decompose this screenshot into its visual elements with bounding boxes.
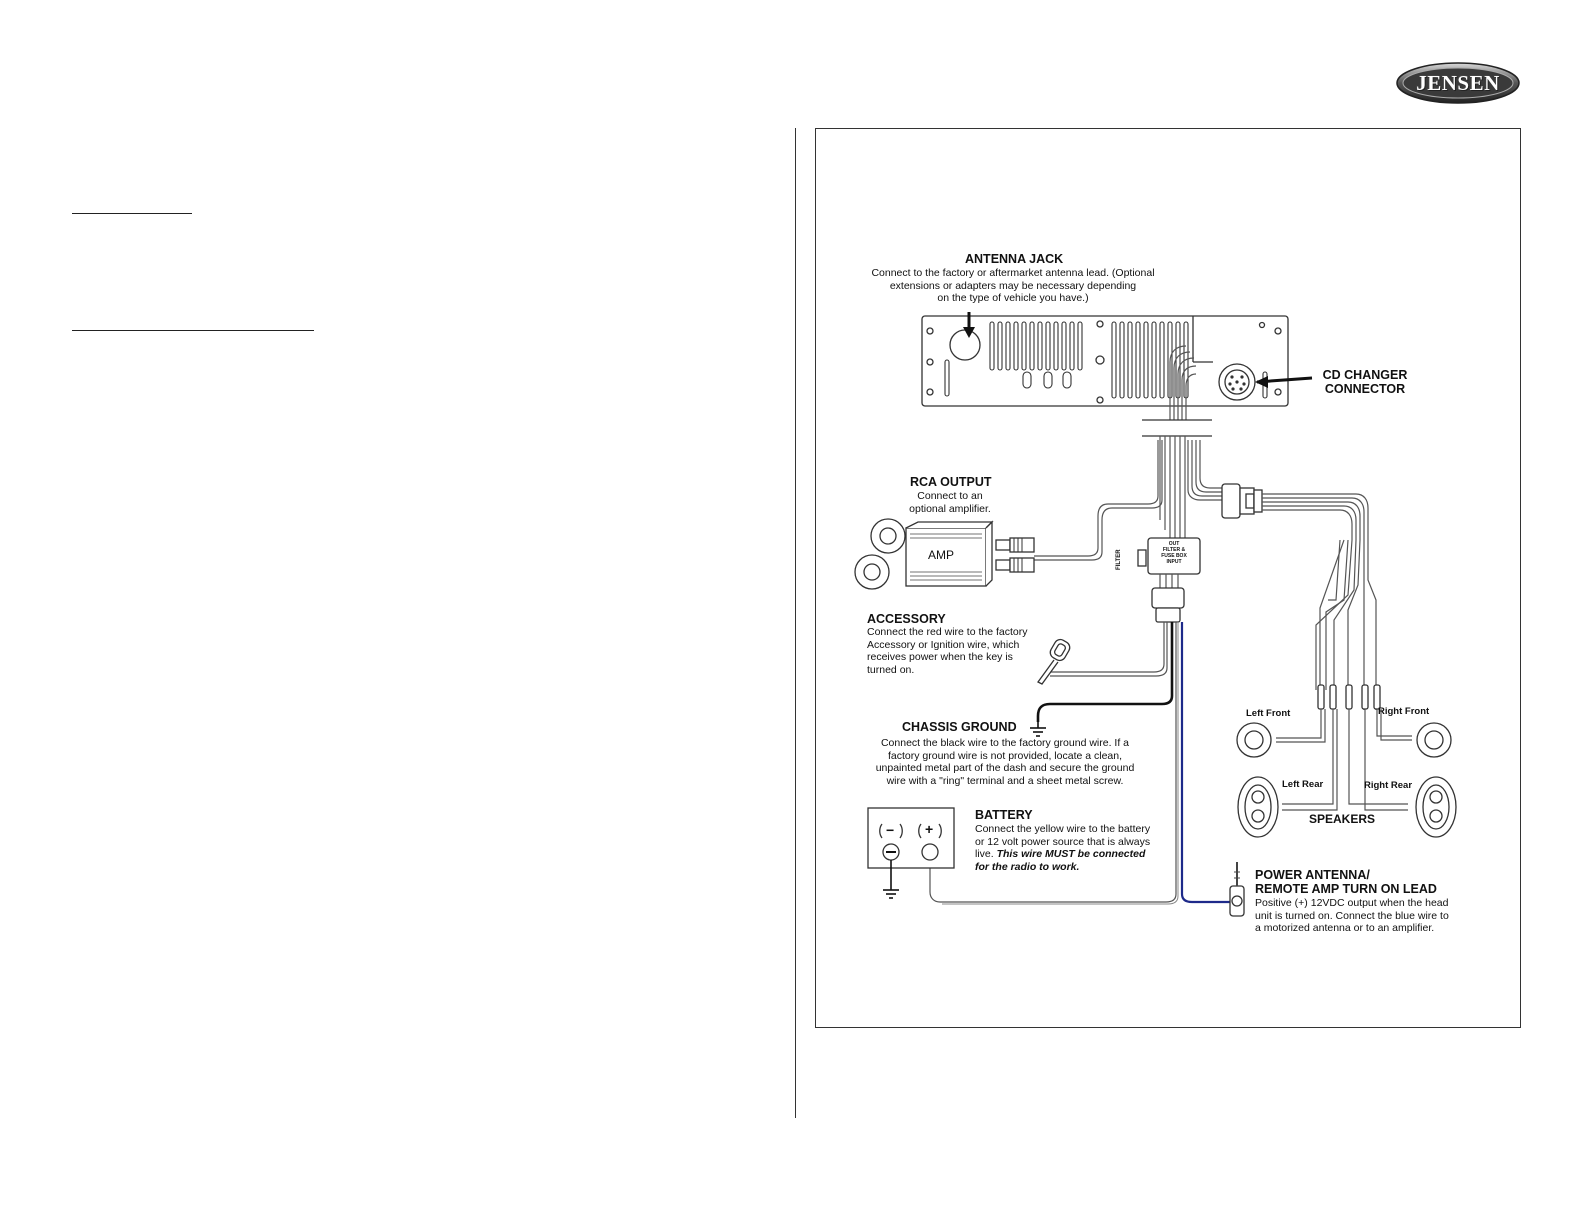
- page-divider: [795, 128, 796, 1118]
- wiring-diagram-frame: [815, 128, 1521, 1028]
- battery-line-3-plain: live.: [975, 848, 997, 860]
- filter-box-line-2: FILTER &: [1162, 547, 1186, 553]
- chassis-ground-line-2: factory ground wire is not provided, loc…: [887, 749, 1123, 762]
- ignition-key-graphic: [1037, 638, 1071, 685]
- power-antenna-title-1: POWER ANTENNA/: [1255, 868, 1370, 882]
- chassis-ground-line-1: Connect the black wire to the factory gr…: [880, 737, 1130, 749]
- filter-box-line-1: OUT: [1168, 541, 1180, 547]
- battery-description: Connect the yellow wire to the battery o…: [975, 823, 1175, 873]
- accessory-description: Connect the red wire to the factory Acce…: [867, 626, 1057, 676]
- rca-output-line-2: optional amplifier.: [909, 502, 991, 515]
- antenna-jack-socket: [949, 329, 981, 361]
- battery-line-3: live. This wire MUST be connected: [975, 848, 1175, 861]
- accessory-line-2: Accessory or Ignition wire, which: [867, 638, 1020, 651]
- chassis-ground-symbol: [1030, 722, 1046, 737]
- rca-amplifier-graphic: [854, 518, 1035, 590]
- filter-side-label: FILTER: [1116, 549, 1122, 570]
- accessory-title: ACCESSORY: [867, 612, 946, 626]
- cd-changer-label: CD CHANGER CONNECTOR: [1320, 368, 1410, 396]
- right-rear-label: Right Rear: [1364, 780, 1413, 791]
- filter-box-line-3: FUSE BOX: [1161, 553, 1187, 559]
- chassis-ground-line-4: wire with a "ring" terminal and a sheet …: [886, 774, 1124, 787]
- speaker-right-rear: [1415, 776, 1457, 838]
- power-antenna-graphic: [1229, 862, 1245, 917]
- battery-title: BATTERY: [975, 808, 1033, 822]
- left-rear-label: Left Rear: [1282, 779, 1324, 790]
- power-antenna-line-2: unit is turned on. Connect the blue wire…: [1255, 909, 1449, 922]
- battery-plus-symbol: +: [925, 821, 934, 837]
- cd-changer-line-1: CD CHANGER: [1322, 368, 1408, 382]
- rca-output-description: Connect to an optional amplifier.: [890, 490, 1010, 515]
- battery-line-1: Connect the yellow wire to the battery: [975, 823, 1151, 835]
- speaker-left-front: [1236, 722, 1272, 758]
- amp-label: AMP: [928, 548, 955, 562]
- antenna-jack-line-1: Connect to the factory or aftermarket an…: [871, 267, 1155, 279]
- filter-box-line-4: INPUT: [1166, 559, 1182, 565]
- logo-text: JENSEN: [1416, 71, 1500, 95]
- power-antenna-title: POWER ANTENNA/ REMOTE AMP TURN ON LEAD: [1255, 868, 1437, 896]
- accessory-line-1: Connect the red wire to the factory: [867, 626, 1028, 638]
- battery-line-3-emphasis: This wire MUST be connected: [996, 848, 1146, 860]
- speaker-harness-connector: [1221, 483, 1377, 710]
- power-antenna-title-2: REMOTE AMP TURN ON LEAD: [1255, 882, 1437, 896]
- cd-changer-line-2: CONNECTOR: [1324, 382, 1406, 396]
- chassis-ground-title: CHASSIS GROUND: [902, 720, 1017, 734]
- battery-line-2: or 12 volt power source that is always: [975, 835, 1151, 848]
- antenna-jack-title: ANTENNA JACK: [965, 252, 1064, 266]
- logo-badge-shape: [1396, 62, 1520, 104]
- speaker-right-front: [1416, 722, 1452, 758]
- right-front-label: Right Front: [1378, 706, 1430, 717]
- head-unit-chassis: [921, 315, 1289, 407]
- filter-box-text: OUT FILTER & FUSE BOX INPUT: [1150, 541, 1198, 565]
- antenna-jack-arrow: [963, 312, 975, 338]
- antenna-jack-line-3: on the type of vehicle you have.): [937, 292, 1089, 304]
- cd-changer-connector-graphic: [1218, 363, 1313, 401]
- battery-line-4-emphasis: for the radio to work.: [975, 860, 1080, 873]
- antenna-jack-line-2: extensions or adapters may be necessary …: [889, 279, 1137, 292]
- jensen-logo: JENSEN: [1396, 62, 1520, 104]
- battery-graphic: [867, 807, 955, 890]
- rca-output-title: RCA OUTPUT: [910, 475, 992, 489]
- chassis-ground-description: Connect the black wire to the factory gr…: [860, 737, 1150, 787]
- wire-harness: [1034, 345, 1222, 561]
- section-underline-2: [72, 330, 314, 331]
- rca-output-line-1: Connect to an: [917, 490, 983, 502]
- chassis-ground-line-3: unpainted metal part of the dash and sec…: [875, 762, 1135, 774]
- speaker-inline-connectors: [1276, 684, 1412, 811]
- filter-fuse-box-graphic: [929, 537, 1230, 905]
- battery-ground-symbol: [883, 889, 899, 899]
- accessory-line-4: turned on.: [867, 663, 915, 676]
- battery-line-4: for the radio to work.: [975, 861, 1175, 874]
- speakers-title: SPEAKERS: [1309, 812, 1376, 826]
- power-antenna-line-1: Positive (+) 12VDC output when the head: [1255, 897, 1449, 909]
- power-antenna-line-3: a motorized antenna or to an amplifier.: [1255, 922, 1435, 934]
- left-front-label: Left Front: [1246, 708, 1291, 719]
- speaker-left-rear: [1237, 776, 1279, 838]
- section-underline-1: [72, 213, 192, 214]
- antenna-jack-description: Connect to the factory or aftermarket an…: [858, 267, 1168, 305]
- power-antenna-description: Positive (+) 12VDC output when the head …: [1255, 897, 1485, 935]
- battery-minus-symbol: −: [886, 822, 895, 838]
- accessory-line-3: receives power when the key is: [867, 651, 1013, 663]
